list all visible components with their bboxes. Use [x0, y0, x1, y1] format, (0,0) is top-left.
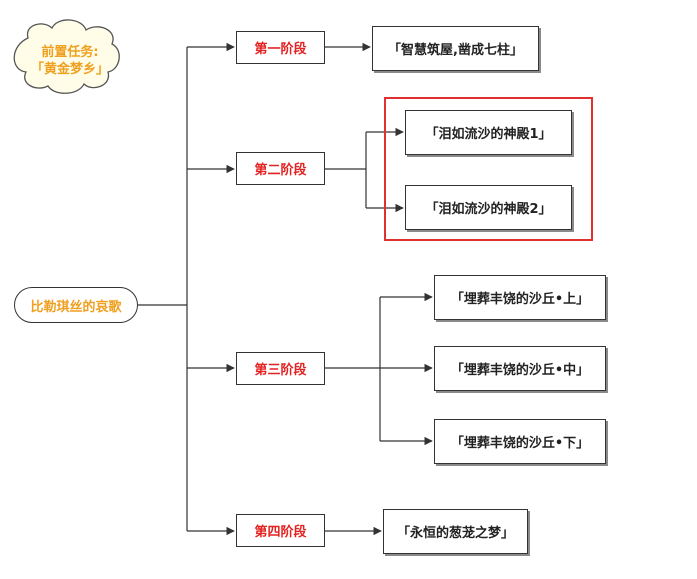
stage-2-task-1: 「泪如流沙的神殿1」 [405, 110, 572, 155]
stage-4-node: 第四阶段 [236, 514, 325, 547]
stage-2-task-1-label: 「泪如流沙的神殿1」 [425, 127, 552, 142]
stage-4-task-1-label: 「永恒的葱茏之梦」 [396, 526, 514, 541]
prerequisite-cloud-shape [13, 19, 120, 94]
stage-3-task-1: 「埋葬丰饶的沙丘•上」 [434, 275, 606, 320]
stage-1-task-1: 「智慧筑屋,凿成七柱」 [372, 26, 539, 71]
stage-1-label: 第一阶段 [254, 42, 307, 57]
stage-3-task-3-label: 「埋葬丰饶的沙丘•下」 [450, 436, 590, 451]
stage-2-node: 第二阶段 [236, 152, 325, 185]
stage-3-task-3: 「埋葬丰饶的沙丘•下」 [434, 419, 606, 464]
root-quest-node: 比勒琪丝的哀歌 [14, 287, 138, 323]
prerequisite-note: 前置任务: 「黄金梦乡」 [22, 44, 118, 78]
stage-1-task-1-label: 「智慧筑屋,凿成七柱」 [388, 43, 523, 58]
stage-3-task-2-label: 「埋葬丰饶的沙丘•中」 [450, 363, 590, 378]
stage-2-task-2-label: 「泪如流沙的神殿2」 [425, 202, 552, 217]
prerequisite-line-2: 「黄金梦乡」 [30, 62, 109, 77]
stage-2-task-2: 「泪如流沙的神殿2」 [405, 185, 572, 230]
stage-4-task-1: 「永恒的葱茏之梦」 [383, 509, 528, 554]
root-quest-label: 比勒琪丝的哀歌 [30, 299, 122, 315]
stage-2-highlight-frame [384, 97, 593, 241]
stage-2-label: 第二阶段 [254, 163, 307, 178]
stage-3-node: 第三阶段 [236, 352, 325, 385]
stage-4-label: 第四阶段 [254, 525, 307, 540]
stage-3-task-1-label: 「埋葬丰饶的沙丘•上」 [450, 292, 590, 307]
stage-3-task-2: 「埋葬丰饶的沙丘•中」 [434, 346, 606, 391]
stage-3-label: 第三阶段 [254, 363, 307, 378]
prerequisite-line-1: 前置任务: [41, 45, 99, 60]
stage-1-node: 第一阶段 [236, 31, 325, 64]
